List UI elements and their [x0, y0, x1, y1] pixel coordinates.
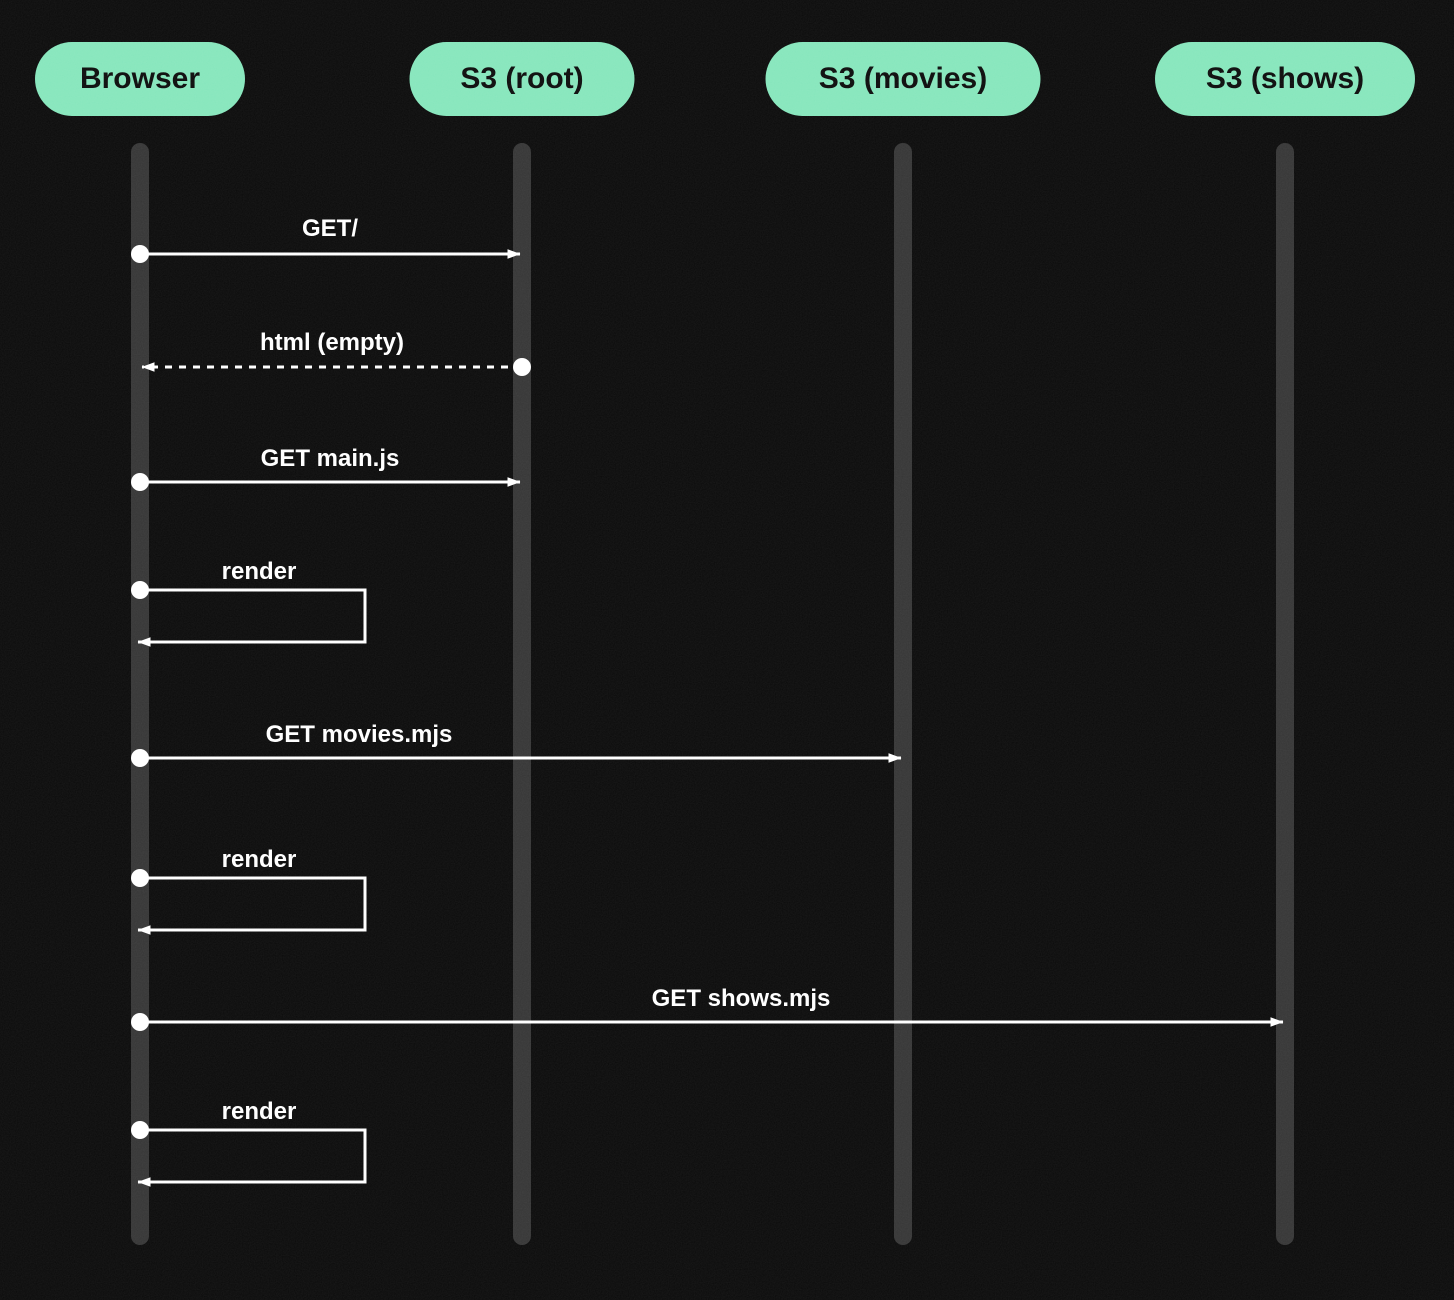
message-label-2: GET main.js — [261, 445, 400, 472]
message-origin-dot-5 — [131, 869, 149, 887]
message-label-1: html (empty) — [260, 329, 404, 356]
message-origin-dot-0 — [131, 245, 149, 263]
participant-s3root[interactable]: S3 (root) — [409, 42, 635, 116]
participant-browser[interactable]: Browser — [35, 42, 245, 116]
message-5-self: render — [131, 846, 367, 935]
message-2-sync: GET main.js — [131, 445, 521, 491]
lifelines-group — [131, 143, 1294, 1245]
message-3-self: render — [131, 558, 367, 647]
message-0-sync: GET/ — [131, 215, 521, 263]
message-origin-dot-2 — [131, 473, 149, 491]
message-6-sync: GET shows.mjs — [131, 985, 1284, 1031]
message-7-self: render — [131, 1098, 367, 1187]
message-label-0: GET/ — [302, 215, 358, 242]
participant-label-s3shows: S3 (shows) — [1206, 62, 1364, 95]
self-loop-path-5 — [137, 876, 367, 935]
lifeline-s3root — [513, 143, 531, 1245]
message-label-7: render — [222, 1098, 297, 1125]
participant-s3shows[interactable]: S3 (shows) — [1155, 42, 1415, 116]
message-origin-dot-7 — [131, 1121, 149, 1139]
message-origin-dot-3 — [131, 581, 149, 599]
participant-s3movies[interactable]: S3 (movies) — [765, 42, 1041, 116]
message-label-5: render — [222, 846, 297, 873]
message-origin-dot-1 — [513, 358, 531, 376]
participants-group: Browser S3 (root) S3 (movies) S3 (shows) — [35, 42, 1415, 116]
message-label-6: GET shows.mjs — [652, 985, 831, 1012]
lifeline-s3shows — [1276, 143, 1294, 1245]
lifeline-s3movies — [894, 143, 912, 1245]
message-origin-dot-6 — [131, 1013, 149, 1031]
message-1-return: html (empty) — [141, 329, 531, 376]
participant-label-s3movies: S3 (movies) — [819, 62, 987, 95]
participant-label-s3root: S3 (root) — [460, 62, 583, 95]
message-label-3: render — [222, 558, 297, 585]
message-label-4: GET movies.mjs — [266, 721, 453, 748]
lifeline-browser — [131, 143, 149, 1245]
self-loop-path-3 — [137, 588, 367, 647]
self-loop-path-7 — [137, 1128, 367, 1187]
message-origin-dot-4 — [131, 749, 149, 767]
participant-label-browser: Browser — [80, 62, 200, 95]
